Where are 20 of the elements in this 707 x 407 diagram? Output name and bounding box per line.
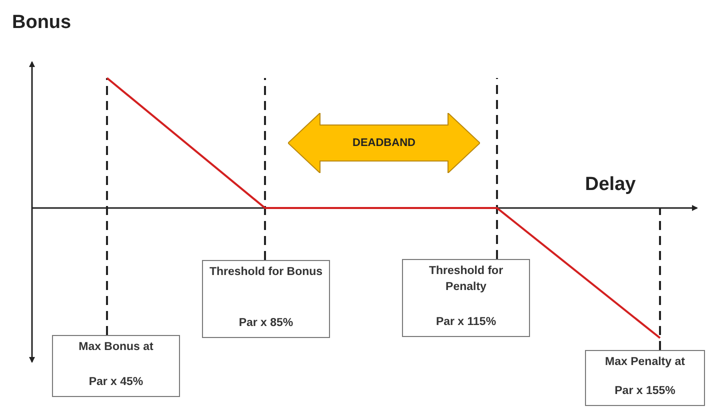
callout-box	[402, 259, 530, 337]
callout-box	[585, 350, 705, 406]
callout-value: Par x 115%	[436, 315, 496, 330]
axis-label: Delay	[585, 174, 636, 196]
leader-line	[659, 208, 661, 350]
callout-box	[202, 260, 330, 338]
arrow-label: DEADBAND	[352, 137, 416, 149]
callout-title: Threshold for Bonus	[209, 265, 323, 280]
callout-box	[52, 335, 180, 397]
axis-label: Bonus	[12, 12, 72, 34]
callout-value: Par x 45%	[88, 375, 144, 390]
callout-title: Threshold for Penalty	[428, 264, 504, 295]
double-arrow	[288, 113, 480, 173]
leader-line	[106, 78, 108, 335]
callout-value: Par x 85%	[238, 316, 294, 332]
leader-line	[496, 78, 498, 259]
callout-value: Par x 155%	[614, 384, 676, 400]
callout-title: Max Penalty at	[605, 355, 685, 370]
callout-title: Max Bonus at	[78, 340, 154, 355]
leader-line	[264, 78, 266, 260]
